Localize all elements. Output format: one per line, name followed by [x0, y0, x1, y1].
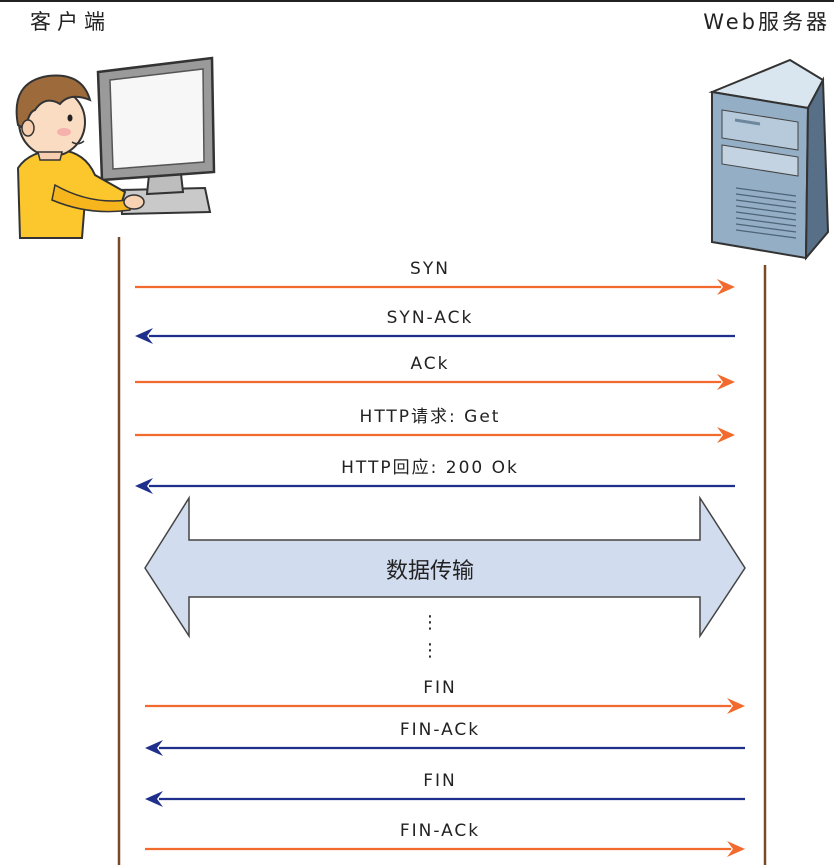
message-1: SYN [135, 259, 735, 295]
message-label: HTTP回应: 200 Ok [341, 458, 519, 478]
message-6: FIN [145, 678, 745, 714]
message-arrowhead [727, 841, 745, 857]
message-label: ACk [410, 354, 449, 374]
message-arrowhead [727, 698, 745, 714]
message-label: FIN-ACk [400, 821, 480, 841]
message-arrowhead [145, 791, 163, 807]
message-3: ACk [135, 354, 735, 390]
message-arrowhead [717, 279, 735, 295]
message-2: SYN-ACk [135, 308, 735, 344]
message-label: SYN-ACk [387, 308, 474, 328]
message-arrowhead [145, 740, 163, 756]
message-7: FIN-ACk [145, 720, 745, 756]
message-label: SYN [410, 259, 450, 279]
message-arrowhead [717, 374, 735, 390]
data-transfer-label: 数据传输 [386, 559, 474, 584]
top-rule [0, 0, 834, 2]
message-5: HTTP回应: 200 Ok [135, 458, 735, 494]
message-arrowhead [135, 478, 153, 494]
ellipsis-2: ⋮ [421, 640, 439, 661]
message-label: FIN [423, 771, 457, 791]
data-transfer-arrow: 数据传输 [144, 495, 746, 639]
message-arrowhead [135, 328, 153, 344]
message-9: FIN-ACk [145, 821, 745, 857]
message-label: FIN [423, 678, 457, 698]
message-label: HTTP请求: Get [360, 407, 501, 427]
message-4: HTTP请求: Get [135, 407, 735, 443]
message-label: FIN-ACk [400, 720, 480, 740]
server-title: Web服务器 [703, 10, 830, 34]
server-tower-icon [708, 58, 830, 261]
message-8: FIN [145, 771, 745, 807]
person-at-computer-icon [15, 56, 216, 239]
ellipsis-1: ⋮ [421, 612, 439, 633]
message-arrowhead [717, 427, 735, 443]
client-title: 客户端 [30, 10, 111, 34]
